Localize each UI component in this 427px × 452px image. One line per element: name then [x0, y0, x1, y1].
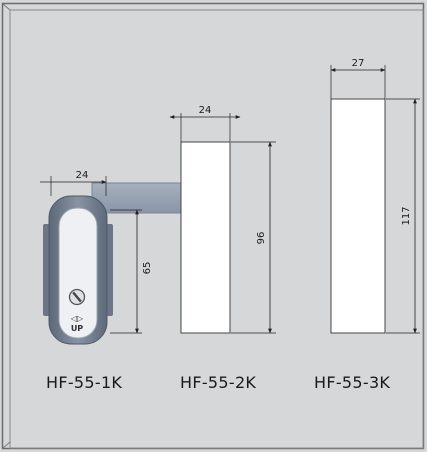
bar-body: [330, 98, 386, 334]
bar-hf-55-2k: 24 96: [169, 105, 276, 334]
width-dimension-label: 24: [76, 170, 89, 181]
handle-arm: [91, 182, 189, 214]
handle-arrows: ◁▷: [70, 314, 84, 323]
bar-hf-55-3k: 27 117: [330, 58, 420, 334]
height-dimension-label: 96: [256, 232, 267, 245]
width-dimension-label: 27: [352, 58, 365, 69]
frame-bevel-top: [2, 3, 11, 11]
height-dimension-label: 117: [401, 206, 412, 225]
handle-up-text: UP: [71, 324, 83, 333]
width-dimension-label: 24: [199, 105, 212, 116]
height-dimension-label: 65: [142, 262, 153, 275]
handle-insert: [58, 207, 98, 339]
model-label-hf-55-1k: HF-55-1K: [46, 373, 123, 392]
handle-hf-55-1k: ◁▷ UP 24 65: [40, 170, 189, 345]
lock-keyway: [72, 291, 82, 303]
model-label-hf-55-2k: HF-55-2K: [180, 373, 257, 392]
model-label-hf-55-3k: HF-55-3K: [314, 373, 391, 392]
frame-bevel-bottom: [2, 441, 11, 449]
inner-frame: [9, 9, 424, 449]
bar-body: [180, 141, 231, 334]
